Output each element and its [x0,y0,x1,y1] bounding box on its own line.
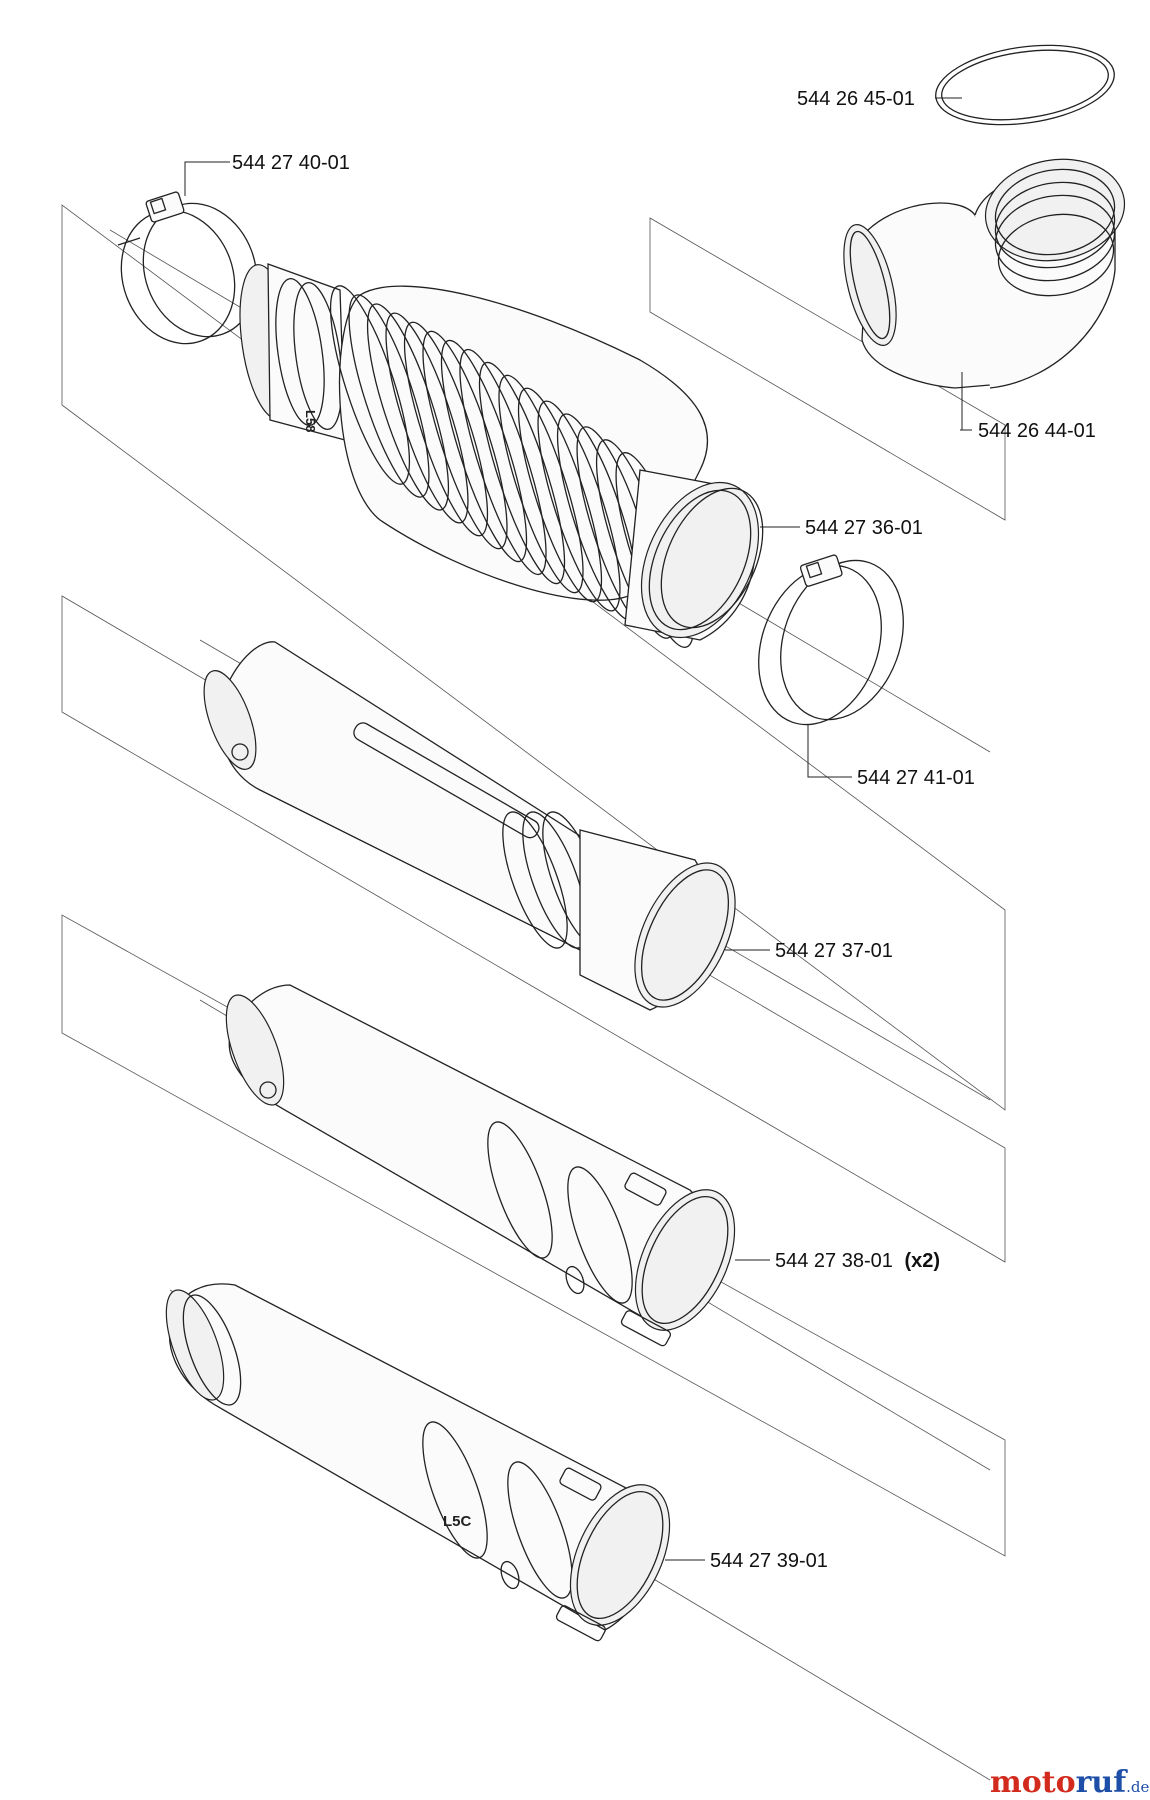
sealing-ring [935,44,1115,126]
watermark-brand-accent: ruf [1076,1765,1129,1800]
watermark-brand-main: moto [990,1765,1076,1800]
bellows-corrugation [498,374,584,594]
bellows-corrugation [517,387,603,603]
part-label-bellows-ring: 544 27 36-01 [805,517,923,539]
bellows-corrugation [459,348,547,576]
part-label-tube-lower: 544 27 39-01 [710,1550,828,1572]
part-label-tube-middle: 544 27 38-01 (x2) [775,1250,940,1272]
part-label-clamp-top: 544 27 40-01 [232,152,350,174]
elbow-pipe [843,158,1126,389]
bellows-corrugation [422,330,508,550]
tube-middle [225,984,736,1347]
bellows-corrugation [385,312,469,524]
tube-lower: L5C [165,1283,671,1642]
part-label-elbow: 544 26 44-01 [978,420,1096,442]
quantity-tube-middle: (x2) [904,1250,940,1272]
bellows-corrugation [348,294,430,498]
bellows-corrugation [403,321,489,537]
part-label-tube-upper: 544 27 37-01 [775,940,893,962]
bellows-corrugation [366,303,450,511]
bellows-corrugation [440,339,528,563]
watermark-tld: .de [1126,1778,1149,1796]
bellows-corrugation [537,400,621,612]
leader-lines [184,97,972,1561]
part-label-sealing-ring: 544 26 45-01 [797,88,915,110]
tube-marking: L5C [443,1513,472,1530]
hose-clamp-right [758,554,904,726]
bellows-hose: L58 [239,263,764,648]
svg-text:motoruf.de: motoruf.de [990,1765,1150,1800]
watermark-logo: motoruf.de [990,1765,1150,1800]
bellows-corrugation [329,285,411,485]
assembly-panel-top [61,204,1006,1111]
part-label-clamp-right: 544 27 41-01 [857,767,975,789]
part-number-tube-middle: 544 27 38-01 [775,1250,893,1272]
bellows-corrugation [478,361,566,585]
tube-upper [203,641,736,1011]
bellows-marking: L58 [303,410,318,432]
